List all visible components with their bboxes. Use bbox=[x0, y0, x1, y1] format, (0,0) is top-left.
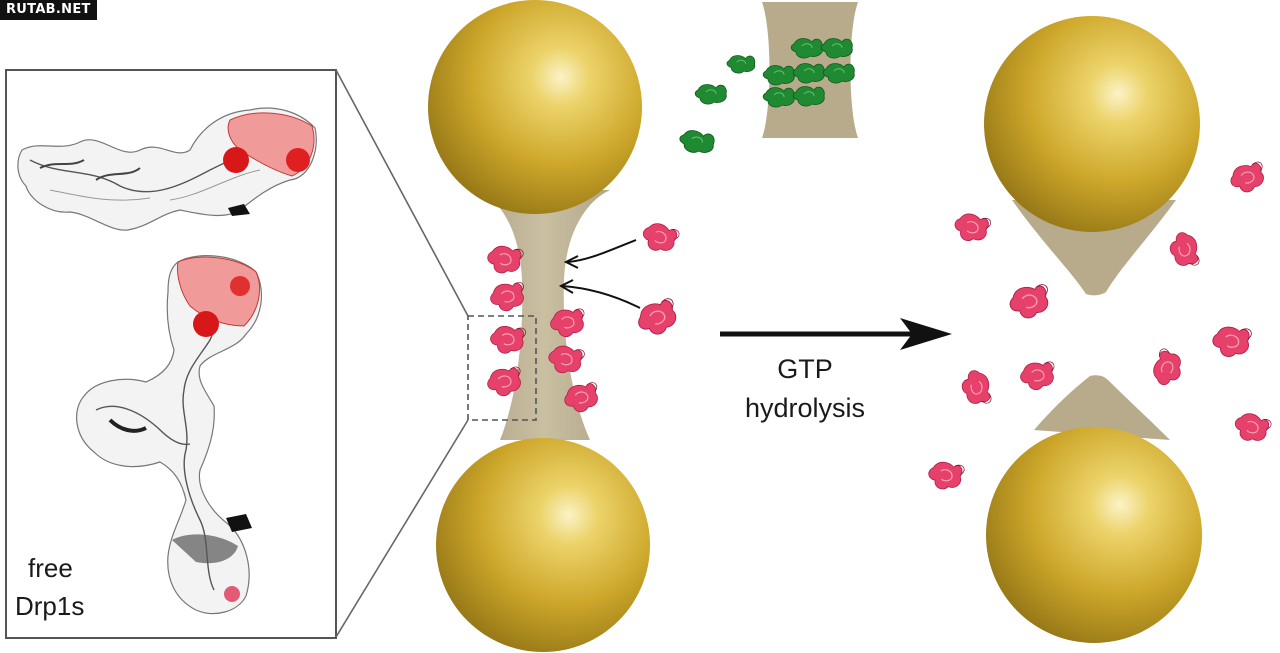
drp1-protein bbox=[1210, 325, 1253, 360]
drp1-protein bbox=[925, 459, 966, 493]
gtp-hydrolysis-arrow: GTP hydrolysis bbox=[720, 318, 952, 423]
arrow-label-line1: GTP bbox=[777, 354, 833, 384]
green-protein bbox=[677, 127, 716, 157]
drp1-protein bbox=[1006, 282, 1053, 322]
inset-label-line1: free bbox=[28, 553, 73, 583]
sphere-bottom-right bbox=[986, 427, 1202, 643]
drp1-protein bbox=[959, 367, 993, 408]
inset-panel: free Drp1s bbox=[5, 69, 337, 639]
drp1-protein bbox=[1148, 346, 1188, 390]
zoom-connector bbox=[335, 69, 469, 638]
drp1-protein bbox=[638, 218, 682, 258]
green-protein bbox=[726, 55, 756, 74]
drp1-structure-top bbox=[17, 107, 317, 231]
divided-membranes bbox=[984, 16, 1202, 643]
green-protein bbox=[694, 84, 727, 105]
drp1-protein bbox=[1227, 160, 1269, 197]
inset-label-line2: Drp1s bbox=[15, 591, 84, 621]
zoom-box bbox=[467, 315, 537, 421]
green-protein bbox=[762, 87, 795, 108]
arrow-label-line2: hydrolysis bbox=[745, 393, 865, 423]
sphere-bottom-left bbox=[436, 438, 650, 652]
drp1-protein bbox=[488, 280, 528, 314]
recruitment-arrows bbox=[558, 239, 641, 309]
green-protein-cylinder bbox=[677, 2, 858, 157]
drp1-protein bbox=[1230, 408, 1274, 448]
drp1-protein bbox=[1018, 360, 1057, 392]
drp1-protein bbox=[1167, 229, 1201, 270]
drp1-protein bbox=[633, 296, 683, 341]
sphere-top-right bbox=[984, 16, 1200, 232]
sphere-top-left bbox=[428, 0, 642, 214]
drp1-protein bbox=[484, 243, 525, 277]
green-protein bbox=[762, 65, 795, 86]
bound-drp1-group bbox=[484, 218, 683, 416]
watermark: RUTAB.NET bbox=[0, 0, 97, 20]
drp1-structure-bottom bbox=[76, 255, 263, 615]
drp1-protein bbox=[951, 210, 993, 247]
constricted-membrane bbox=[428, 0, 650, 652]
